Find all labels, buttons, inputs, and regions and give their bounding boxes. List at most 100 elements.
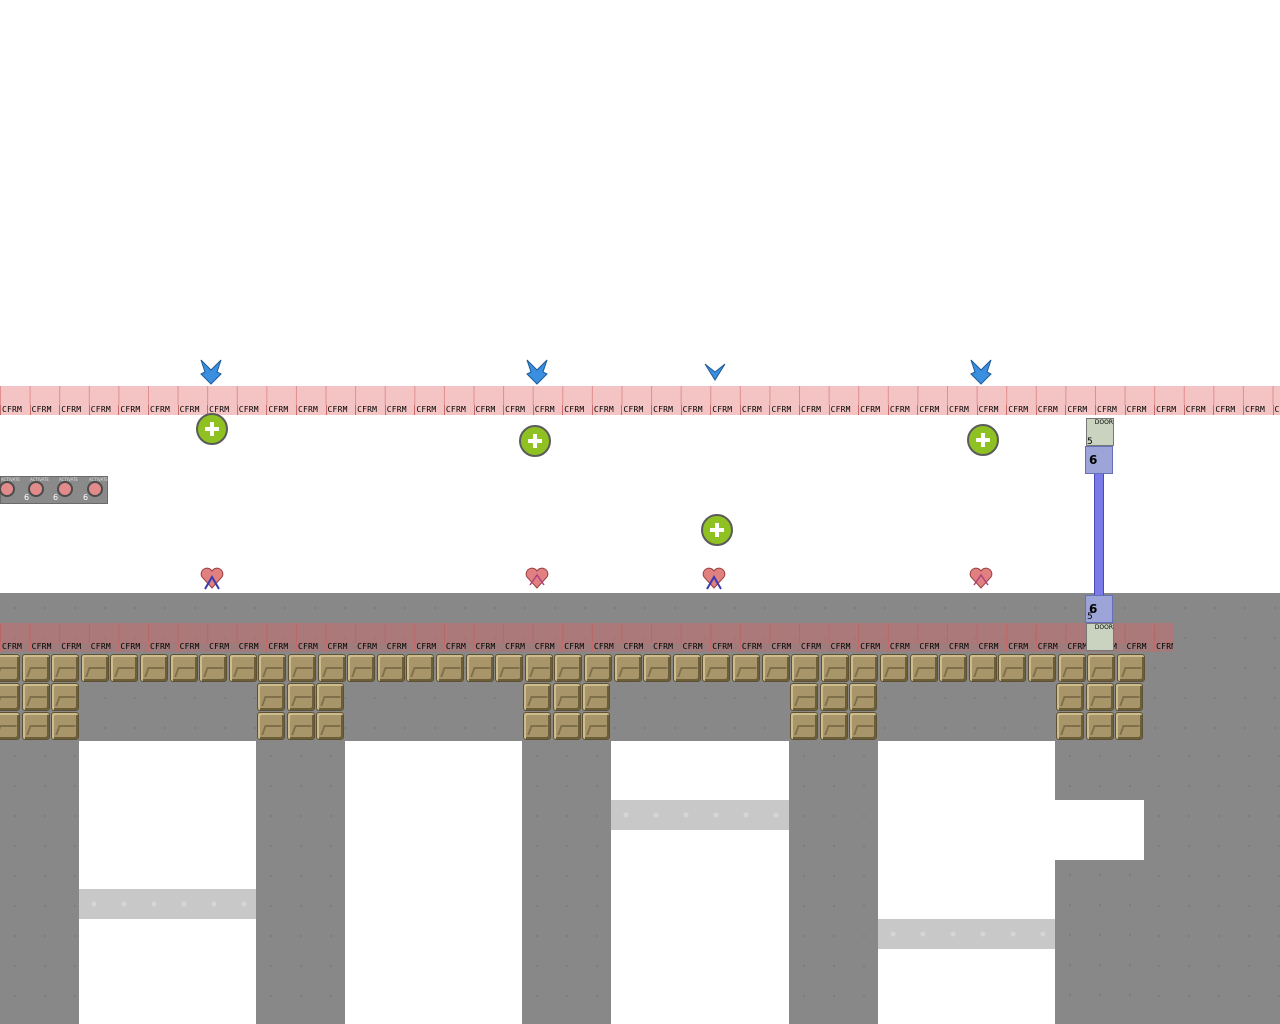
- brick-tile: [790, 683, 818, 711]
- heart-icon[interactable]: [199, 565, 225, 591]
- green-plus-icon[interactable]: [519, 425, 551, 457]
- pillar-2: [256, 741, 345, 1024]
- brick-tile: [0, 654, 20, 682]
- brick-tile: [257, 712, 285, 740]
- switch-caption: ACTIVATE: [59, 477, 78, 482]
- zone-label: CFRM: [710, 405, 740, 415]
- brick-tile: [1056, 712, 1084, 740]
- brick-tile: [1087, 654, 1115, 682]
- brick-tile: [880, 654, 908, 682]
- zone-label: CFRM: [1154, 642, 1173, 652]
- brick-tile: [288, 654, 316, 682]
- blue-down-arrow-icon[interactable]: [969, 358, 993, 386]
- green-plus-icon[interactable]: [196, 413, 228, 445]
- zone-label: CFRM: [1006, 642, 1036, 652]
- brick-tile: [821, 654, 849, 682]
- switch-caption: ACTIVATE: [30, 477, 49, 482]
- zone-label: CFRM: [947, 642, 977, 652]
- heart-icon[interactable]: [968, 565, 994, 591]
- zone-label: CFRM: [443, 642, 474, 652]
- brick-tile: [81, 654, 109, 682]
- brick-tile: [406, 654, 434, 682]
- zone-label: CFRM: [739, 405, 770, 415]
- brick-tile: [347, 654, 375, 682]
- zone-label: CFRM: [1124, 642, 1155, 652]
- brick-tile: [850, 654, 878, 682]
- brick-tile: [553, 683, 581, 711]
- brick-tile: [22, 712, 50, 740]
- zone-label: CFRM: [621, 642, 651, 652]
- zone-label: CFRM: [384, 642, 415, 652]
- brick-tile: [258, 654, 286, 682]
- brick-tile: [762, 654, 790, 682]
- zone-label: CFRM: [651, 642, 681, 652]
- zone-label: CFRM: [591, 642, 622, 652]
- switch-counter: 6: [53, 493, 59, 502]
- brick-tile: [849, 683, 877, 711]
- brick-tile: [910, 654, 938, 682]
- brick-tile: [436, 654, 464, 682]
- brick-tile: [377, 654, 405, 682]
- zone-label: CFRM: [177, 642, 208, 652]
- zone-label: CFRM: [887, 405, 918, 415]
- heart-icon[interactable]: [524, 565, 550, 591]
- green-plus-icon[interactable]: [967, 424, 999, 456]
- switch-panel[interactable]: 6ACTIVATE6ACTIVATE6ACTIVATE6ACTIVATE: [0, 476, 108, 504]
- laser-beam: [1094, 470, 1104, 600]
- zone-label: CFRM: [680, 642, 711, 652]
- door-icon[interactable]: DOOR: [1086, 623, 1114, 651]
- zone-label: CFRM: [1183, 405, 1214, 415]
- blue-down-arrow-icon[interactable]: [525, 358, 549, 386]
- zone-label: CFRM: [1242, 405, 1273, 415]
- brick-tile: [316, 712, 344, 740]
- switch-counter: 6: [83, 493, 89, 502]
- brick-tile: [51, 654, 79, 682]
- zone-label: CFRM: [207, 405, 237, 415]
- zone-label: CFRM: [473, 642, 504, 652]
- brick-tile: [140, 654, 168, 682]
- platform-3: [878, 919, 1055, 949]
- pillar-5-lower: [1055, 860, 1144, 1024]
- zone-label: CFRM: [88, 405, 119, 415]
- zone-label: CFRM: [118, 405, 148, 415]
- zone-label: CFRM: [976, 405, 1007, 415]
- zone-label: CFRM: [858, 642, 888, 652]
- zone-label: CFRM: [236, 642, 267, 652]
- zone-label: CFRM: [414, 405, 444, 415]
- green-plus-icon[interactable]: [701, 514, 733, 546]
- brick-tile: [495, 654, 523, 682]
- switch-icon[interactable]: [87, 481, 103, 497]
- zone-label: CFRM: [532, 405, 563, 415]
- lock-icon[interactable]: 6: [1085, 595, 1113, 623]
- heart-icon[interactable]: [701, 565, 727, 591]
- blue-down-arrow-icon[interactable]: [199, 358, 223, 386]
- blue-down-arrow-icon[interactable]: [703, 360, 727, 388]
- switch-icon[interactable]: [28, 481, 44, 497]
- zone-label: CFRM: [591, 405, 622, 415]
- zone-label: CFRM: [207, 642, 237, 652]
- brick-tile: [199, 654, 227, 682]
- zone-label: CFRM: [887, 642, 918, 652]
- switch-icon[interactable]: [57, 481, 73, 497]
- brick-tile: [969, 654, 997, 682]
- zone-label: CFRM: [177, 405, 208, 415]
- door-count: 5: [1087, 612, 1093, 622]
- zone-label: CFRM: [325, 642, 356, 652]
- brick-tile: [1086, 683, 1114, 711]
- zone-label: CFRM: [1213, 405, 1243, 415]
- brick-tile: [732, 654, 760, 682]
- brick-tile: [820, 683, 848, 711]
- door-icon[interactable]: DOOR: [1086, 418, 1114, 446]
- zone-label: CFRM: [236, 405, 267, 415]
- zone-label: CFRM: [29, 642, 60, 652]
- lock-icon[interactable]: 6: [1085, 446, 1113, 474]
- switch-icon[interactable]: [0, 481, 15, 497]
- zone-label: CFRM: [976, 642, 1007, 652]
- zone-label: CFRM: [858, 405, 888, 415]
- brick-tile: [1058, 654, 1086, 682]
- zone-label: CFRM: [266, 405, 296, 415]
- zone-label: CFRM: [443, 405, 474, 415]
- switch-counter: 6: [24, 493, 30, 502]
- brick-tile: [51, 712, 79, 740]
